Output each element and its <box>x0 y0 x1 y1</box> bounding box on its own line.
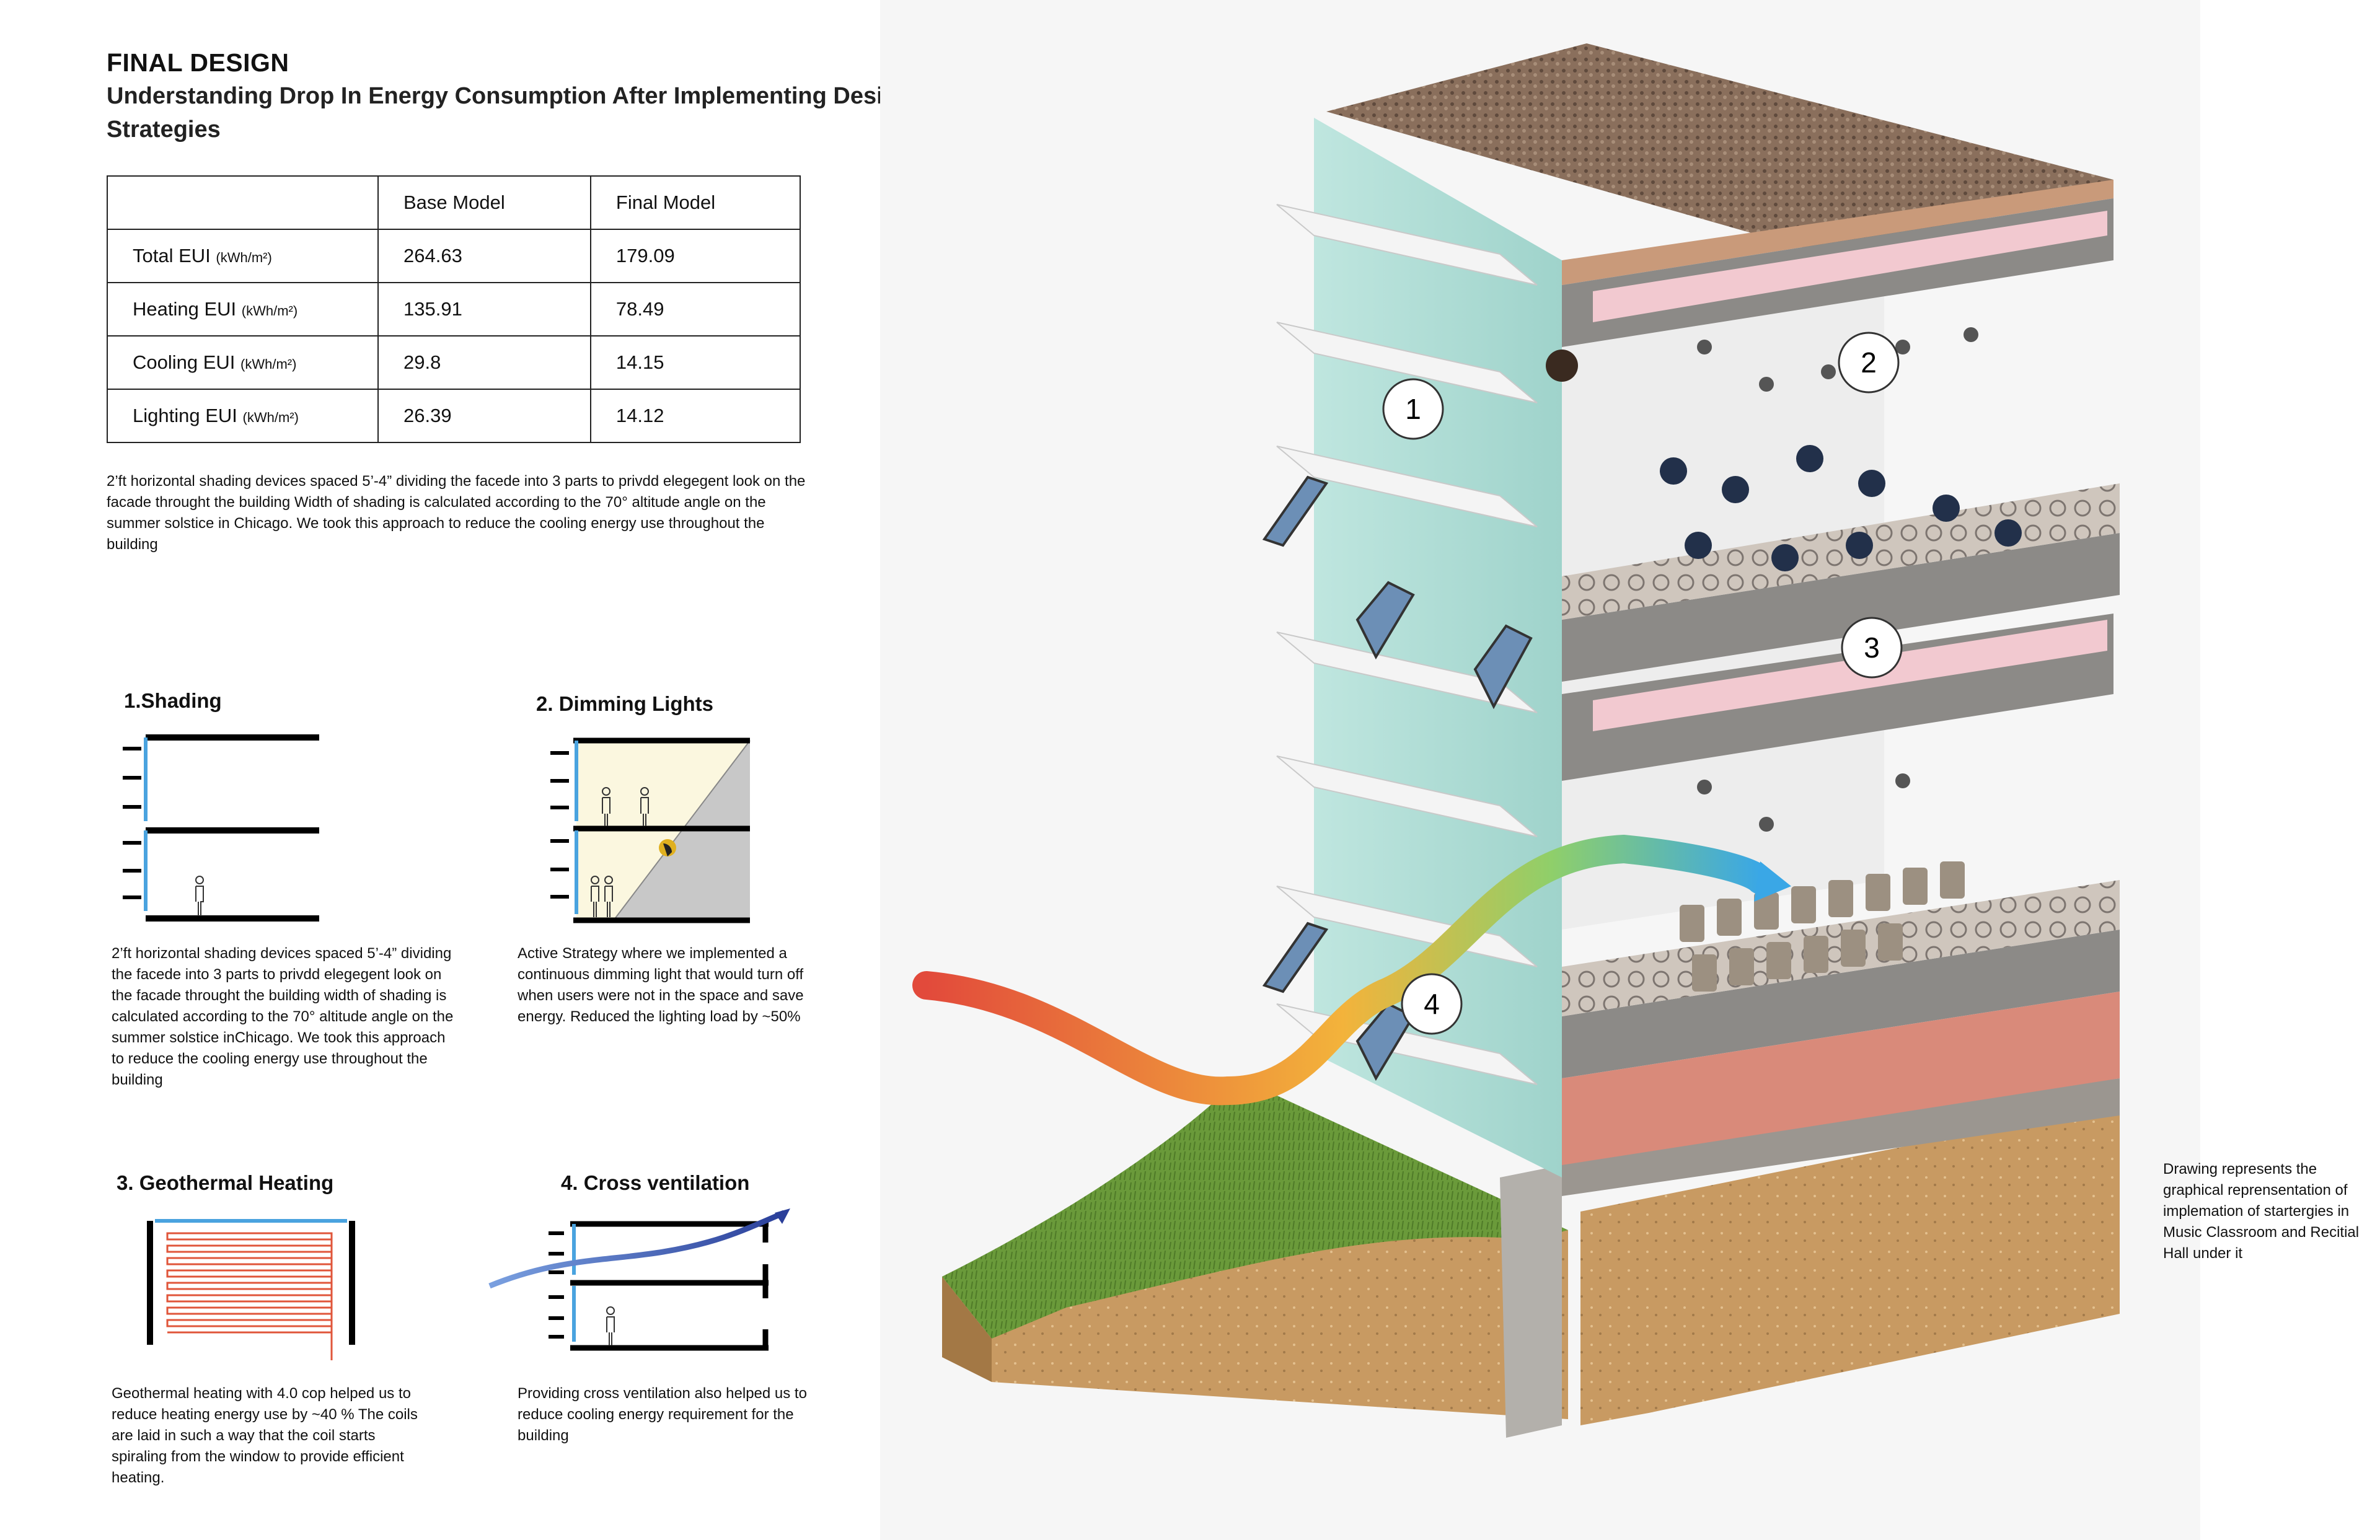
person-icon <box>195 876 204 916</box>
final-value: 179.09 <box>589 229 801 283</box>
recital-hall-seats <box>1680 861 1965 992</box>
eui-comparison-table: Base Model Final Model Total EUI (kWh/m²… <box>107 175 801 443</box>
classroom-chairs <box>1660 445 2022 571</box>
metric-unit: (kWh/m²) <box>240 356 297 372</box>
callout-3: 3 <box>1841 617 1903 679</box>
drawing-side-note: Drawing represents the graphical reprens… <box>2163 1161 2360 1262</box>
callout-1: 1 <box>1382 378 1444 440</box>
cross-ventilation-diagram <box>488 1208 790 1351</box>
dimming-lights-diagram <box>550 737 751 923</box>
metric-unit: (kWh/m²) <box>241 303 298 319</box>
arrow-head-icon <box>1754 861 1791 902</box>
pendant-lights <box>1697 327 1978 832</box>
metric-unit: (kWh/m²) <box>216 250 272 265</box>
building-section-illustration: 1 2 3 4 <box>880 0 2200 1540</box>
strategy-1-title: 1.Shading <box>124 689 222 712</box>
airflow-arrow <box>488 1210 785 1289</box>
person-icon <box>591 787 649 917</box>
base-value: 264.63 <box>377 229 591 283</box>
metric-cell: Cooling EUI (kWh/m²) <box>107 335 379 390</box>
heating-coil <box>166 1232 333 1360</box>
strategy-2-description: Active Strategy where we implemented a c… <box>518 945 804 1025</box>
strategy-3-title: 3. Geothermal Heating <box>117 1171 334 1194</box>
callout-number: 4 <box>1424 988 1440 1020</box>
metric-cell: Total EUI (kWh/m²) <box>107 229 379 283</box>
operable-windows <box>1262 475 1533 1081</box>
table-header-final: Final Model <box>589 175 801 230</box>
soil-edge <box>942 1277 992 1382</box>
strategy-4-description: Providing cross ventilation also helped … <box>518 1385 807 1444</box>
final-value: 14.12 <box>589 389 801 443</box>
metric-label: Total EUI <box>133 245 211 266</box>
metric-cell: Lighting EUI (kWh/m²) <box>107 389 379 443</box>
page-title: FINAL DESIGN <box>107 48 289 77</box>
shading-louvers <box>1276 204 1538 1085</box>
strategy-4-title: 4. Cross ventilation <box>561 1171 750 1194</box>
heating-coil-layer <box>1562 992 2120 1165</box>
strategy-3-description: Geothermal heating with 4.0 cop helped u… <box>112 1385 418 1486</box>
table-header-row: Base Model Final Model <box>107 175 801 230</box>
base-value: 29.8 <box>377 335 591 390</box>
geothermal-heating-diagram <box>147 1219 355 1360</box>
table-row: Cooling EUI (kWh/m²) 29.8 14.15 <box>107 335 801 390</box>
strategy-1-description: 2’ft horizontal shading devices spaced 5… <box>112 945 454 1088</box>
shading-diagram <box>123 734 319 922</box>
table-header-empty <box>107 175 379 230</box>
table-row: Lighting EUI (kWh/m²) 26.39 14.12 <box>107 389 801 443</box>
final-value: 14.15 <box>589 335 801 390</box>
callout-2: 2 <box>1838 332 1900 394</box>
foundation-wall <box>1500 1165 1562 1438</box>
callout-number: 1 <box>1405 393 1421 425</box>
person-icon <box>606 1306 615 1345</box>
callout-number: 2 <box>1861 346 1877 379</box>
final-value: 78.49 <box>589 282 801 337</box>
floor-slab <box>1562 533 2120 682</box>
page-subtitle: Understanding Drop In Energy Consumption… <box>107 83 912 143</box>
table-row: Heating EUI (kWh/m²) 135.91 78.49 <box>107 282 801 337</box>
metric-unit: (kWh/m²) <box>242 410 299 425</box>
metric-label: Lighting EUI <box>133 405 237 426</box>
table-header-base: Base Model <box>377 175 591 230</box>
strategy-2-title: 2. Dimming Lights <box>536 692 714 715</box>
soil-section <box>1580 1103 2120 1425</box>
metric-label: Heating EUI <box>133 298 237 320</box>
table-row: Total EUI (kWh/m²) 264.63 179.09 <box>107 229 801 283</box>
base-value: 135.91 <box>377 282 591 337</box>
drain-icon <box>1546 350 1578 382</box>
base-value: 26.39 <box>377 389 591 443</box>
green-roof <box>1326 43 2113 260</box>
metric-cell: Heating EUI (kWh/m²) <box>107 282 379 337</box>
airflow-arrow <box>912 834 1774 1106</box>
arrow-head-icon <box>775 1208 790 1224</box>
floor-slab <box>1562 930 2120 1078</box>
gravel-layer <box>1562 1078 2120 1196</box>
callout-number: 3 <box>1864 631 1880 664</box>
grass-surface <box>942 1078 1568 1339</box>
intro-paragraph: 2’ft horizontal shading devices spaced 5… <box>107 473 806 553</box>
metric-label: Cooling EUI <box>133 351 236 373</box>
callout-4: 4 <box>1401 973 1463 1035</box>
